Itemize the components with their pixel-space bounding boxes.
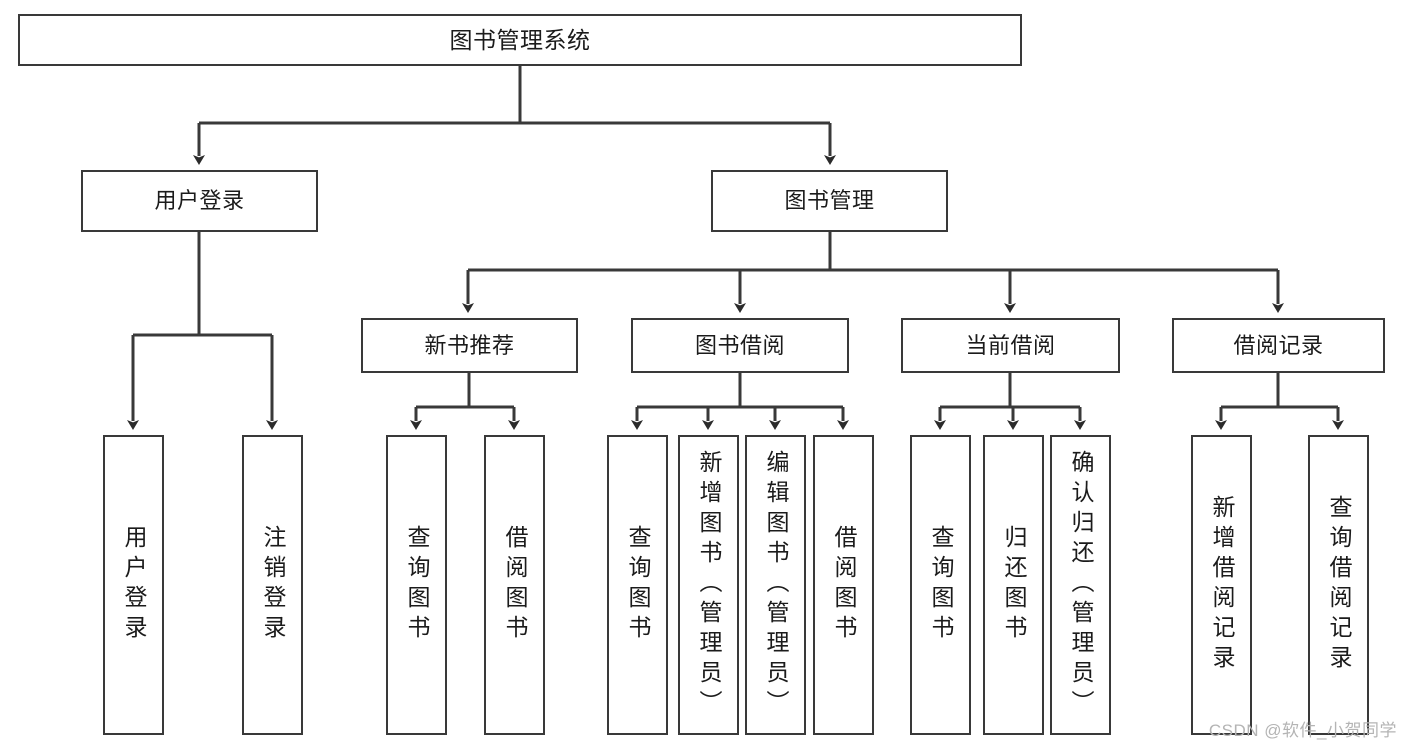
node-leaf-user-login-label: 用户登录	[121, 525, 147, 645]
node-leaf-logout[interactable]: 注销登录	[242, 435, 303, 735]
node-book-borrow-label: 图书借阅	[694, 332, 785, 358]
node-leaf-add-book-label: 新增图书（管理员）	[696, 450, 722, 720]
node-leaf-confirm-return[interactable]: 确认归还（管理员）	[1050, 435, 1111, 735]
node-leaf-borrow-book-1[interactable]: 借阅图书	[484, 435, 545, 735]
node-borrow-record-label: 借阅记录	[1233, 332, 1324, 358]
node-leaf-query-book-3-label: 查询图书	[928, 525, 954, 645]
node-leaf-return-book[interactable]: 归还图书	[983, 435, 1044, 735]
node-leaf-query-book-3[interactable]: 查询图书	[910, 435, 971, 735]
node-root[interactable]: 图书管理系统	[18, 14, 1022, 66]
node-leaf-return-book-label: 归还图书	[1001, 525, 1027, 645]
node-leaf-borrow-book-2-label: 借阅图书	[831, 525, 857, 645]
node-leaf-query-book-1[interactable]: 查询图书	[386, 435, 447, 735]
node-user-login[interactable]: 用户登录	[81, 170, 318, 232]
node-book-manage-label: 图书管理	[784, 188, 875, 214]
node-leaf-query-book-1-label: 查询图书	[404, 525, 430, 645]
node-leaf-query-book-2-label: 查询图书	[625, 525, 651, 645]
node-leaf-borrow-book-1-label: 借阅图书	[502, 525, 528, 645]
node-leaf-query-record-label: 查询借阅记录	[1326, 495, 1352, 675]
node-leaf-add-record-label: 新增借阅记录	[1209, 495, 1235, 675]
node-current-borrow[interactable]: 当前借阅	[901, 318, 1120, 373]
node-current-borrow-label: 当前借阅	[965, 332, 1056, 358]
node-leaf-edit-book[interactable]: 编辑图书（管理员）	[745, 435, 806, 735]
node-leaf-query-record[interactable]: 查询借阅记录	[1308, 435, 1369, 735]
node-leaf-edit-book-label: 编辑图书（管理员）	[763, 450, 789, 720]
node-new-book-recommend[interactable]: 新书推荐	[361, 318, 578, 373]
csdn-watermark: CSDN @软件_小贺同学	[1208, 721, 1397, 740]
node-borrow-record[interactable]: 借阅记录	[1172, 318, 1385, 373]
node-leaf-add-record[interactable]: 新增借阅记录	[1191, 435, 1252, 735]
node-leaf-query-book-2[interactable]: 查询图书	[607, 435, 668, 735]
node-leaf-logout-label: 注销登录	[260, 525, 286, 645]
node-root-label: 图书管理系统	[449, 26, 591, 53]
node-book-manage[interactable]: 图书管理	[711, 170, 948, 232]
node-book-borrow[interactable]: 图书借阅	[631, 318, 849, 373]
node-user-login-label: 用户登录	[154, 188, 245, 214]
node-new-book-recommend-label: 新书推荐	[424, 332, 515, 358]
node-leaf-borrow-book-2[interactable]: 借阅图书	[813, 435, 874, 735]
node-leaf-user-login[interactable]: 用户登录	[103, 435, 164, 735]
node-leaf-add-book[interactable]: 新增图书（管理员）	[678, 435, 739, 735]
node-leaf-confirm-return-label: 确认归还（管理员）	[1068, 450, 1094, 720]
